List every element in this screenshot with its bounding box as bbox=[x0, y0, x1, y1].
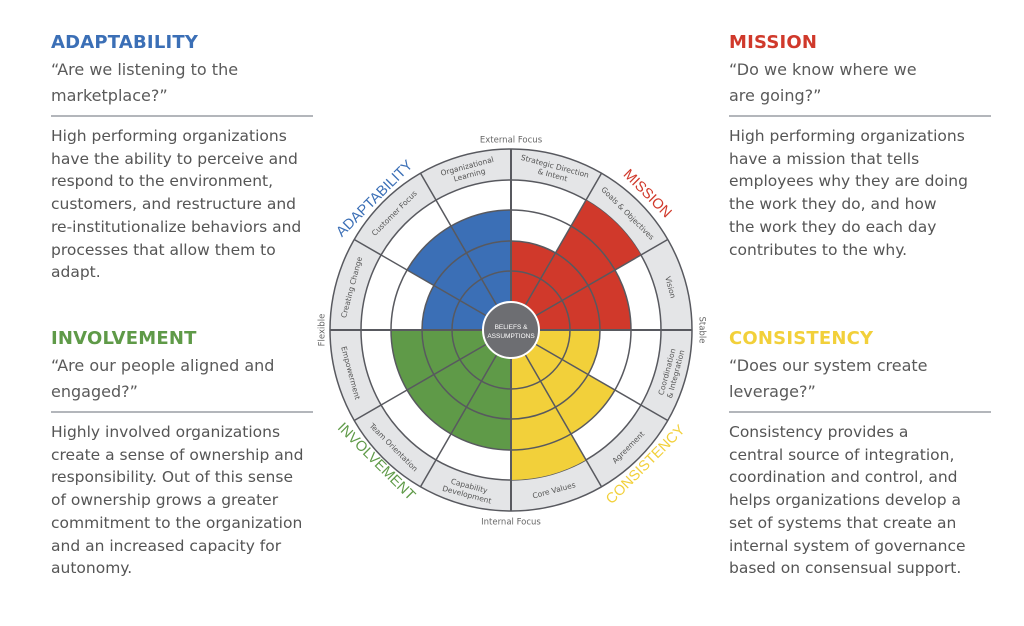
sector-divider bbox=[534, 343, 669, 422]
sector-divider bbox=[419, 172, 498, 307]
adaptability-divider bbox=[51, 115, 313, 117]
question-line: are going?” bbox=[729, 86, 822, 105]
involvement-panel: INVOLVEMENT “Are our people aligned and en… bbox=[51, 327, 313, 580]
description-line: the work they do, and how bbox=[729, 195, 937, 214]
description-line: set of systems that create an bbox=[729, 513, 957, 532]
description-line: re-institutionalize behaviors and bbox=[51, 217, 302, 236]
adaptability-panel: ADAPTABILITY “Are we listening to the mark… bbox=[51, 31, 313, 284]
description-line: contributes to the why. bbox=[729, 240, 908, 259]
sector-divider bbox=[524, 353, 603, 488]
description-line: helps organizations develop a bbox=[729, 491, 962, 510]
description-line: have the ability to perceive and bbox=[51, 149, 298, 168]
sector-fill-mission bbox=[535, 270, 631, 330]
description-line: High performing organizations bbox=[729, 127, 965, 145]
sector-fill-consistency bbox=[525, 344, 615, 434]
axis-label-top: External Focus bbox=[480, 136, 543, 146]
description-line: commitment to the organization bbox=[51, 513, 303, 532]
description-line: autonomy. bbox=[51, 559, 133, 578]
sector-fill-involvement bbox=[451, 354, 511, 450]
description-line: coordination and control, and bbox=[729, 468, 958, 487]
adaptability-title: ADAPTABILITY bbox=[51, 32, 199, 53]
description-line: create a sense of ownership and bbox=[51, 445, 304, 464]
sector-divider bbox=[534, 238, 669, 317]
description-line: internal system of governance bbox=[729, 536, 966, 555]
consistency-question: “Does our system create leverage?” bbox=[729, 353, 991, 405]
sector-fill-consistency bbox=[535, 330, 600, 375]
description-line: central source of integration, bbox=[729, 445, 955, 464]
axis-label-left: Flexible bbox=[318, 314, 328, 347]
center-label: BELIEFS & bbox=[495, 324, 529, 331]
involvement-title: INVOLVEMENT bbox=[51, 328, 197, 349]
description-line: the work they do each day bbox=[729, 217, 937, 236]
sector-divider bbox=[524, 172, 603, 307]
description-line: High performing organizations bbox=[51, 127, 287, 145]
sector-fill-involvement bbox=[407, 344, 497, 434]
description-line: Highly involved organizations bbox=[51, 423, 281, 441]
sector-fill-mission bbox=[511, 241, 556, 306]
involvement-description: Highly involved organizations create a se… bbox=[51, 421, 313, 580]
sector-divider bbox=[353, 343, 488, 422]
description-line: employees why they are doing bbox=[729, 172, 968, 191]
consistency-title: CONSISTENCY bbox=[729, 328, 874, 349]
involvement-divider bbox=[51, 411, 313, 413]
sector-divider bbox=[353, 238, 488, 317]
question-line: marketplace?” bbox=[51, 86, 168, 105]
mission-description: High performing organizations have a miss… bbox=[729, 125, 991, 261]
axis-label-bottom: Internal Focus bbox=[481, 518, 541, 528]
consistency-description: Consistency provides a central source of … bbox=[729, 421, 991, 580]
sector-fill-adaptability bbox=[422, 285, 487, 330]
mission-title: MISSION bbox=[729, 32, 818, 53]
adaptability-question: “Are we listening to the marketplace?” bbox=[51, 57, 313, 109]
question-line: “Does our system create bbox=[729, 356, 928, 375]
involvement-question: “Are our people aligned and engaged?” bbox=[51, 353, 313, 405]
axis-label-right: Stable bbox=[697, 317, 707, 344]
sector-fill-adaptability bbox=[451, 210, 511, 306]
mission-question: “Do we know where we are going?” bbox=[729, 57, 991, 109]
description-line: customers, and restructure and bbox=[51, 195, 297, 214]
description-line: of ownership grows a greater bbox=[51, 491, 279, 510]
question-line: “Are our people aligned and bbox=[51, 356, 275, 375]
description-line: processes that allow them to bbox=[51, 240, 276, 259]
sector-fill-mission bbox=[525, 200, 641, 316]
description-line: responsibility. Out of this sense bbox=[51, 468, 293, 487]
consistency-divider bbox=[729, 411, 991, 413]
description-line: and an increased capacity for bbox=[51, 536, 282, 555]
question-line: leverage?” bbox=[729, 382, 816, 401]
sector-fill-involvement bbox=[391, 330, 487, 390]
center-circle bbox=[482, 301, 540, 359]
question-line: engaged?” bbox=[51, 382, 138, 401]
description-line: have a mission that tells bbox=[729, 149, 920, 168]
description-line: Consistency provides a bbox=[729, 423, 909, 441]
adaptability-description: High performing organizations have the ab… bbox=[51, 125, 313, 284]
sector-divider bbox=[419, 353, 498, 488]
consistency-panel: CONSISTENCY “Does our system create levera… bbox=[729, 327, 991, 580]
mission-panel: MISSION “Do we know where we are going?” Hi… bbox=[729, 31, 991, 261]
description-line: respond to the environment, bbox=[51, 172, 274, 191]
mission-divider bbox=[729, 115, 991, 117]
description-line: adapt. bbox=[51, 263, 101, 282]
description-line: based on consensual support. bbox=[729, 559, 962, 578]
question-line: “Do we know where we bbox=[729, 60, 917, 79]
question-line: “Are we listening to the bbox=[51, 60, 239, 79]
sector-fill-adaptability bbox=[407, 226, 497, 316]
center-label: ASSUMPTIONS bbox=[487, 333, 535, 340]
